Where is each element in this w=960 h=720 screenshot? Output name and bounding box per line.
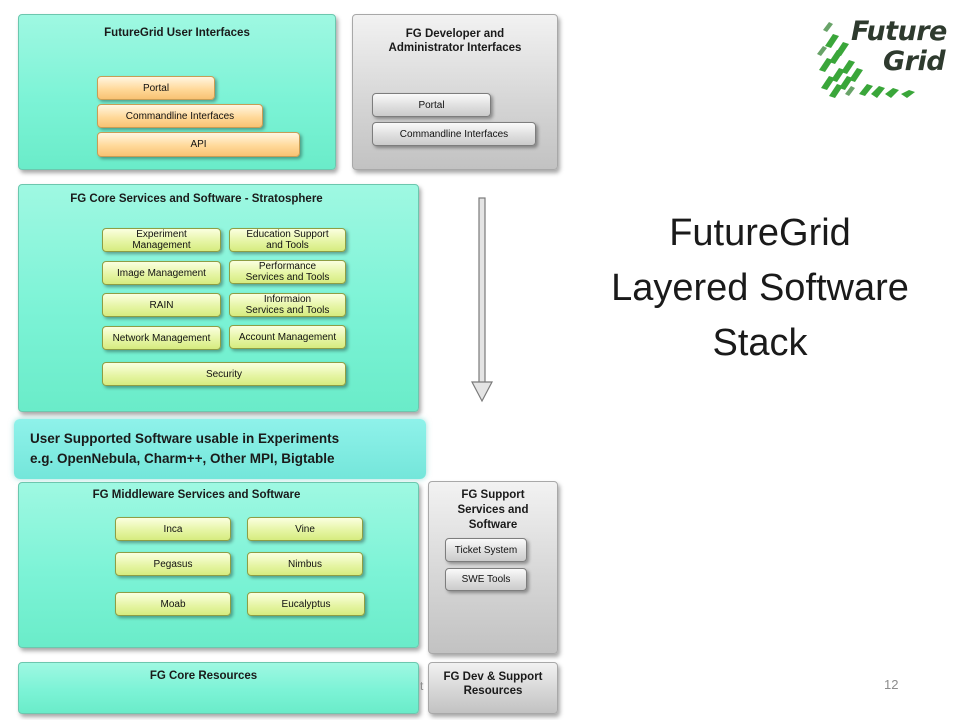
education-support-line1: Education Support — [246, 229, 329, 240]
support-services-panel: FG Support Services and Software Ticket … — [428, 481, 558, 654]
experiment-management-line1: Experiment — [136, 229, 187, 240]
core-services-title: FG Core Services and Software - Stratosp… — [70, 193, 323, 205]
logo-text-future: Future — [851, 16, 947, 47]
information-services-button[interactable]: Informaion Services and Tools — [229, 293, 346, 317]
dev-admin-title-line2: Administrator Interfaces — [388, 42, 522, 54]
user-interfaces-title: FutureGrid User Interfaces — [104, 27, 250, 39]
performance-services-button[interactable]: Performance Services and Tools — [229, 260, 346, 284]
down-arrow-icon — [471, 197, 493, 403]
security-button[interactable]: Security — [102, 362, 346, 386]
footer-fragment: t — [420, 679, 424, 693]
page-number: 12 — [884, 677, 899, 692]
core-resources-panel: FG Core Resources — [18, 662, 419, 714]
dev-support-resources-line1: FG Dev & Support — [443, 671, 543, 683]
swe-tools-button[interactable]: SWE Tools — [445, 568, 527, 591]
nimbus-button[interactable]: Nimbus — [247, 552, 363, 576]
inca-button[interactable]: Inca — [115, 517, 231, 541]
user-supported-software-line1: User Supported Software usable in Experi… — [30, 431, 340, 446]
user-portal-button[interactable]: Portal — [97, 76, 215, 100]
experiment-management-line2: Management — [132, 240, 191, 251]
dev-portal-button[interactable]: Portal — [372, 93, 491, 117]
user-supported-software-line2: e.g. OpenNebula, Charm++, Other MPI, Big… — [30, 451, 335, 466]
dev-support-resources-line2: Resources — [463, 685, 523, 697]
user-commandline-button[interactable]: Commandline Interfaces — [97, 104, 263, 128]
user-api-button[interactable]: API — [97, 132, 300, 157]
user-supported-software-box: User Supported Software usable in Experi… — [14, 419, 426, 479]
logo-text-grid: Grid — [883, 46, 946, 77]
dev-admin-interfaces-panel: FG Developer and Administrator Interface… — [352, 14, 558, 170]
core-services-panel: FG Core Services and Software - Stratosp… — [18, 184, 419, 412]
slide-title-line3: Stack — [712, 322, 808, 364]
performance-services-line1: Performance — [258, 261, 317, 272]
user-interfaces-panel: FutureGrid User Interfaces Portal Comman… — [18, 14, 336, 170]
education-support-line2: and Tools — [266, 240, 309, 251]
vine-button[interactable]: Vine — [247, 517, 363, 541]
rain-button[interactable]: RAIN — [102, 293, 221, 317]
support-title-line3: Software — [468, 519, 518, 531]
account-management-button[interactable]: Account Management — [229, 325, 346, 349]
moab-button[interactable]: Moab — [115, 592, 231, 616]
middleware-panel: FG Middleware Services and Software Inca… — [18, 482, 419, 648]
support-title-line2: Services and — [457, 504, 529, 516]
slide-title-line1: FutureGrid — [669, 212, 851, 254]
middleware-title: FG Middleware Services and Software — [92, 489, 301, 501]
dev-admin-title-line1: FG Developer and — [405, 28, 505, 40]
dev-support-resources-panel: FG Dev & Support Resources — [428, 662, 558, 714]
logo-grid-icon — [817, 22, 915, 98]
eucalyptus-button[interactable]: Eucalyptus — [247, 592, 365, 616]
image-management-button[interactable]: Image Management — [102, 261, 221, 285]
pegasus-button[interactable]: Pegasus — [115, 552, 231, 576]
slide-title: FutureGrid Layered Software Stack — [580, 206, 940, 371]
slide-title-line2: Layered Software — [611, 267, 909, 309]
futuregrid-logo: Future Grid — [815, 10, 955, 102]
support-title-line1: FG Support — [461, 489, 525, 501]
ticket-system-button[interactable]: Ticket System — [445, 538, 527, 562]
core-resources-title: FG Core Resources — [149, 670, 258, 682]
information-services-line2: Services and Tools — [245, 305, 330, 316]
performance-services-line2: Services and Tools — [245, 272, 330, 283]
layer-down-arrow — [468, 196, 496, 404]
education-support-button[interactable]: Education Support and Tools — [229, 228, 346, 252]
experiment-management-button[interactable]: Experiment Management — [102, 228, 221, 252]
information-services-line1: Informaion — [263, 294, 312, 305]
network-management-button[interactable]: Network Management — [102, 326, 221, 350]
dev-commandline-button[interactable]: Commandline Interfaces — [372, 122, 536, 146]
